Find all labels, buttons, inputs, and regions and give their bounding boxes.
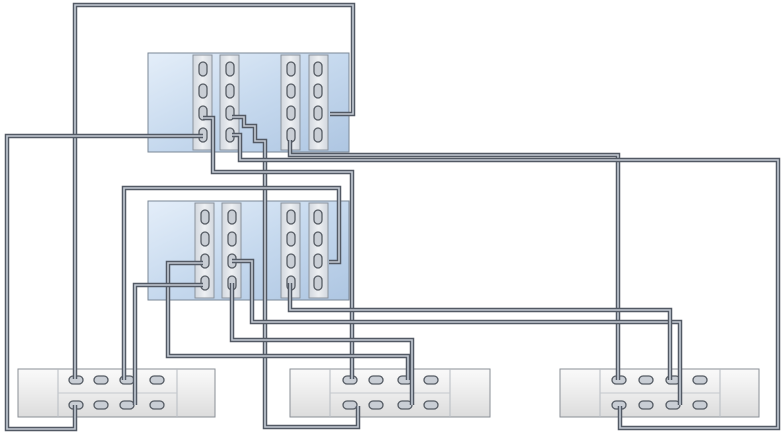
cable-core <box>289 283 671 380</box>
controller-1 <box>147 52 350 153</box>
port <box>286 253 296 269</box>
disk-shelf-3 <box>559 368 760 418</box>
port <box>313 105 323 121</box>
controller-1-card-2 <box>219 54 240 151</box>
port <box>313 253 323 269</box>
disk-shelf-2 <box>289 368 491 418</box>
port <box>638 375 654 385</box>
port <box>368 400 384 410</box>
port <box>93 400 109 410</box>
cables <box>4 2 781 432</box>
port <box>313 83 323 99</box>
port <box>225 61 235 77</box>
controller-1-card-1 <box>192 54 213 151</box>
cable-core <box>167 262 409 380</box>
controller-2-card-1 <box>194 202 215 299</box>
port <box>227 231 237 247</box>
port <box>227 209 237 225</box>
cable-core <box>203 117 353 379</box>
cable-core <box>232 134 779 429</box>
port <box>423 400 439 410</box>
port <box>313 209 323 225</box>
port <box>313 231 323 247</box>
port <box>198 61 208 77</box>
port <box>286 231 296 247</box>
port <box>119 400 135 410</box>
controller-1-ports <box>198 61 323 143</box>
port <box>638 400 654 410</box>
port <box>368 375 384 385</box>
port <box>342 400 358 410</box>
cable-core <box>6 135 203 430</box>
port <box>286 61 296 77</box>
port <box>313 275 323 291</box>
cable-core <box>134 284 203 405</box>
cable-core <box>232 116 359 428</box>
cable-core <box>231 283 413 405</box>
port <box>313 61 323 77</box>
port <box>423 375 439 385</box>
port <box>149 400 165 410</box>
port <box>286 83 296 99</box>
cable-core <box>123 187 340 380</box>
port <box>692 400 708 410</box>
port <box>149 375 165 385</box>
cable-core <box>74 4 354 379</box>
disk-shelf-1 <box>17 368 216 418</box>
port <box>286 105 296 121</box>
port <box>200 231 210 247</box>
port <box>225 83 235 99</box>
port <box>286 209 296 225</box>
port <box>313 127 323 143</box>
port <box>286 127 296 143</box>
port <box>198 83 208 99</box>
controller-2-card-4 <box>308 202 329 299</box>
port <box>200 209 210 225</box>
cable-core <box>232 260 681 405</box>
cable-core <box>289 140 619 380</box>
controller-1-card-4 <box>308 54 329 151</box>
port <box>692 375 708 385</box>
port <box>93 375 109 385</box>
